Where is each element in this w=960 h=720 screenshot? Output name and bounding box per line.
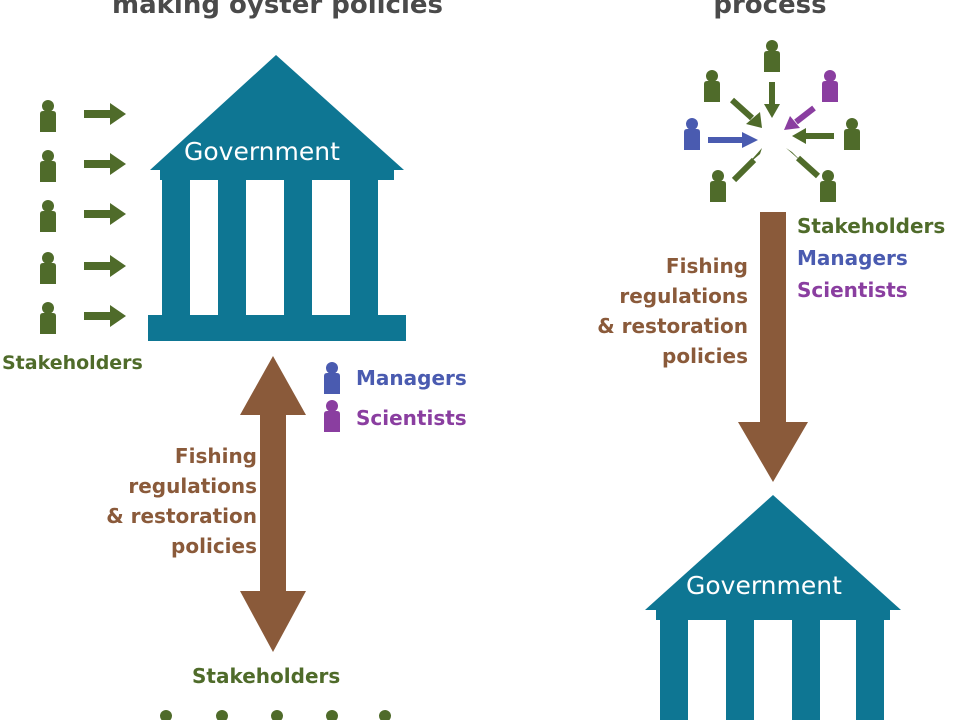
manager-icon <box>324 362 340 394</box>
policy-line: Fishing <box>665 254 748 278</box>
right-down-arrow-icon <box>738 212 808 482</box>
right-arrow-icon <box>84 203 126 225</box>
right-managers-label: Managers <box>797 246 908 270</box>
left-government-label: Government <box>184 137 340 166</box>
policy-line: policies <box>171 534 257 558</box>
right-arrow-icon <box>84 153 126 175</box>
stakeholder-icon <box>820 170 836 202</box>
right-arrow-icon <box>84 103 126 125</box>
bottom-stakeholder-row <box>160 710 391 720</box>
right-government-label: Government <box>686 571 842 600</box>
right-title: process <box>713 0 827 20</box>
policy-line: regulations <box>619 284 748 308</box>
stakeholder-icon <box>271 710 283 720</box>
left-stakeholders-label: Stakeholders <box>2 352 143 374</box>
left-double-arrow-icon <box>240 356 306 652</box>
stakeholder-icon <box>40 100 56 132</box>
stakeholder-icon <box>40 302 56 334</box>
policy-line: regulations <box>128 474 257 498</box>
stakeholder-icon <box>40 200 56 232</box>
bottom-stakeholders-label: Stakeholders <box>192 664 341 688</box>
right-government-building-icon <box>645 495 901 720</box>
stakeholder-icon <box>844 118 860 150</box>
stakeholder-icon <box>710 170 726 202</box>
stakeholder-icon <box>160 710 172 720</box>
right-policy-label: Fishing regulations & restoration polici… <box>597 251 748 371</box>
stakeholder-icon <box>326 710 338 720</box>
left-government-building-icon <box>148 55 406 341</box>
stakeholder-icon <box>40 150 56 182</box>
right-collaboration-cluster <box>684 40 860 202</box>
right-stakeholders-label: Stakeholders <box>797 214 946 238</box>
stakeholder-icon <box>764 40 780 72</box>
right-scientists-label: Scientists <box>797 278 908 302</box>
policy-line: policies <box>662 344 748 368</box>
stakeholder-icon <box>704 70 720 102</box>
left-stakeholder-column <box>40 100 126 334</box>
policy-line: & restoration <box>597 314 748 338</box>
stakeholder-icon <box>216 710 228 720</box>
policy-line: Fishing <box>174 444 257 468</box>
stakeholder-icon <box>379 710 391 720</box>
scientist-icon <box>324 400 340 432</box>
stakeholder-icon <box>40 252 56 284</box>
manager-icon <box>684 118 700 150</box>
right-arrow-icon <box>84 255 126 277</box>
right-arrow-icon <box>84 305 126 327</box>
left-title: making oyster policies <box>112 0 443 20</box>
stakeholder-arrows <box>84 103 126 327</box>
left-managers-label: Managers <box>356 366 467 390</box>
scientist-icon <box>822 70 838 102</box>
left-scientists-label: Scientists <box>356 406 467 430</box>
left-policy-label: Fishing regulations & restoration polici… <box>106 441 257 561</box>
policy-line: & restoration <box>106 504 257 528</box>
